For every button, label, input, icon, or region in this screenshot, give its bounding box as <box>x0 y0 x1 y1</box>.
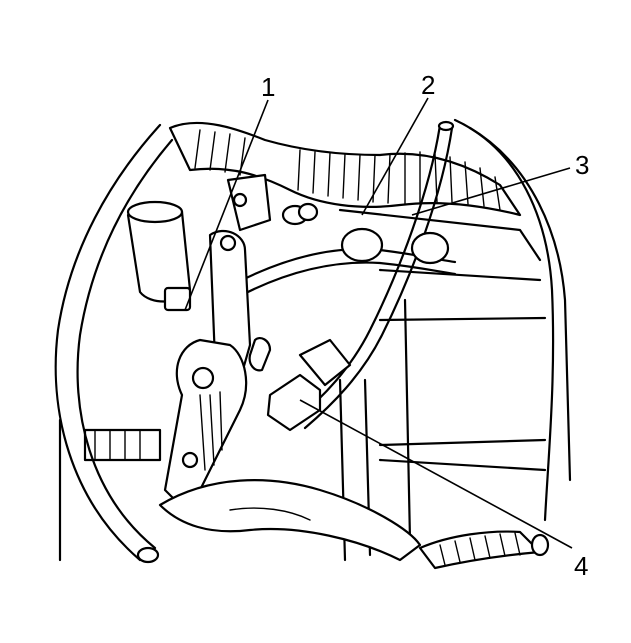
leader-line-3 <box>411 167 571 216</box>
lever-arm-assembly <box>163 229 272 507</box>
cable-tube-cross <box>230 227 457 300</box>
wiring-harness-top <box>168 121 522 217</box>
mounting-bracket <box>226 173 319 232</box>
leader-line-1 <box>184 99 269 311</box>
callout-4: 4 <box>574 551 588 581</box>
housing-structure <box>83 208 547 562</box>
callout-2: 2 <box>421 70 435 100</box>
frame-structure <box>54 118 572 564</box>
wiring-harness-bottom <box>418 530 550 570</box>
lower-cover <box>158 479 422 562</box>
callout-labels: 1 2 3 4 <box>261 70 589 581</box>
cable-clip <box>266 338 352 432</box>
leader-lines <box>184 97 573 549</box>
callout-1: 1 <box>261 72 275 102</box>
leader-line-2 <box>361 97 429 216</box>
leader-line-4 <box>299 399 573 549</box>
motor-actuator <box>126 200 192 312</box>
callout-3: 3 <box>575 150 589 180</box>
cable-tube-main <box>293 120 455 430</box>
